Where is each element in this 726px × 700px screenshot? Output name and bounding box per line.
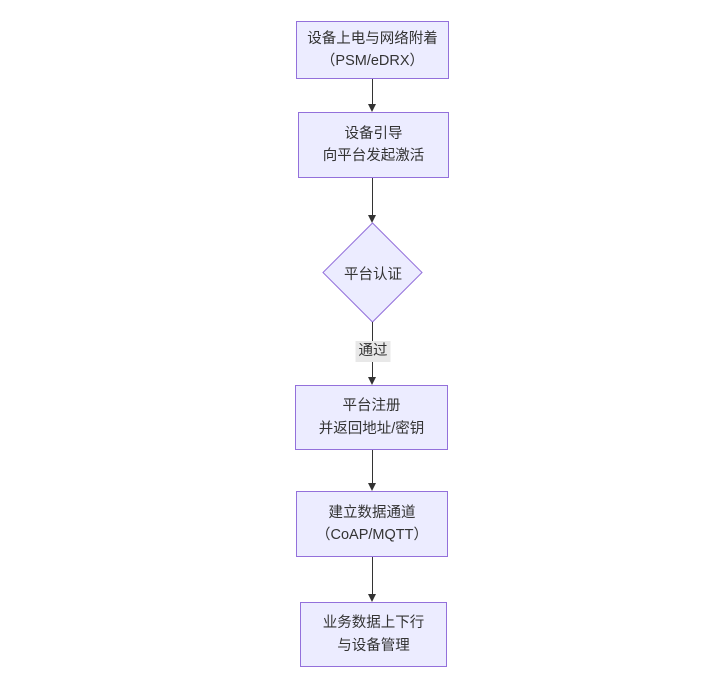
edge-line [372, 178, 373, 216]
node-label-line: 与设备管理 [337, 637, 410, 654]
arrowhead-down-icon [368, 377, 376, 385]
decision-platform-auth: 平台认证 [322, 223, 424, 323]
node-device-bootstrap: 设备引导 向平台发起激活 [298, 112, 449, 178]
edge-label-pass: 通过 [355, 341, 391, 363]
node-label-line: 设备上电与网络附着 [307, 30, 438, 47]
arrowhead-down-icon [368, 483, 376, 491]
node-business-data-device-mgmt: 业务数据上下行 与设备管理 [300, 602, 447, 667]
node-label-line: 设备引导 [344, 125, 403, 142]
node-label-line: 向平台发起激活 [322, 148, 425, 164]
node-power-on-network-attach: 设备上电与网络附着 （PSM/eDRX） [296, 21, 449, 79]
arrowhead-down-icon [368, 215, 376, 223]
edge-line [372, 450, 373, 484]
arrowhead-down-icon [368, 594, 376, 602]
node-label-line: 并返回地址/密钥 [318, 420, 425, 437]
node-label-line: 平台认证 [344, 266, 402, 283]
node-label-line: 建立数据通道 [328, 504, 416, 521]
edge-line [372, 79, 373, 105]
node-platform-register: 平台注册 并返回地址/密钥 [295, 385, 448, 450]
edge-line [372, 557, 373, 595]
node-label-line: （CoAP/MQTT） [316, 527, 428, 543]
node-label-line: 平台注册 [342, 398, 401, 415]
node-label-line: （PSM/eDRX） [320, 53, 425, 69]
node-label-line: 业务数据上下行 [322, 615, 425, 632]
arrowhead-down-icon [368, 104, 376, 112]
node-establish-data-channel: 建立数据通道 （CoAP/MQTT） [296, 491, 448, 557]
